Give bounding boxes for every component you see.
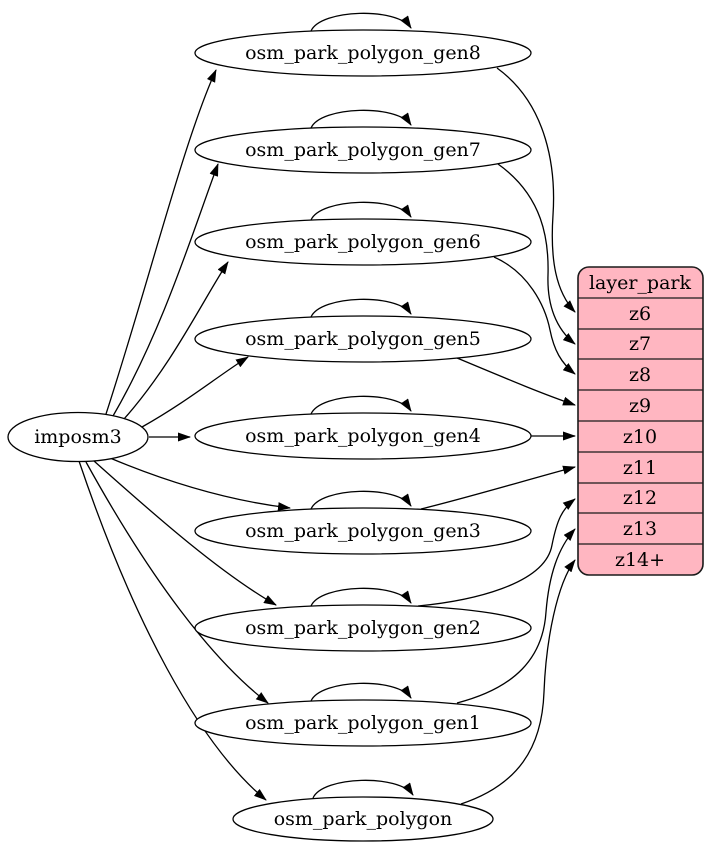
layer-park-header: layer_park (589, 272, 692, 294)
self-loop-osm-park-polygon-gen6 (310, 201, 412, 221)
polygon-label: osm_park_polygon (274, 808, 453, 830)
layer-row-z14plus: z14+ (615, 549, 665, 571)
edge-osm-park-polygon-gen8-to-z6 (496, 67, 576, 313)
edges-from-source (78, 69, 291, 801)
edges-to-layer (417, 67, 576, 805)
gen8-ellipse (194, 29, 532, 77)
edge-osm-park-polygon-gen6-to-z8 (493, 256, 576, 375)
node-osm-park-polygon: osm_park_polygon (232, 796, 494, 842)
node-osm-park-polygon-gen3: osm_park_polygon_gen3 (194, 507, 532, 555)
edge-imposm3-to-osm-park-polygon-gen8 (105, 69, 217, 415)
gen1-label: osm_park_polygon_gen1 (245, 712, 481, 734)
self-loop-osm-park-polygon-gen3 (310, 490, 412, 510)
node-osm-park-polygon-gen7: osm_park_polygon_gen7 (194, 126, 532, 174)
edge-imposm3-to-osm-park-polygon (78, 460, 267, 801)
imposm3-ellipse (7, 411, 149, 463)
gen7-ellipse (194, 126, 532, 174)
node-layer-park: layer_park z6 z7 z8 z9 z10 z11 z12 z13 z… (577, 266, 704, 576)
edge-osm-park-polygon-gen3-to-z11 (420, 465, 576, 510)
edge-osm-park-polygon-gen2-to-z12 (417, 498, 576, 607)
self-loop-osm-park-polygon-gen1 (310, 682, 412, 702)
self-loop-osm-park-polygon (312, 779, 414, 799)
gen4-ellipse (194, 412, 532, 460)
layer-row-z6: z6 (629, 303, 651, 325)
imposm3-label: imposm3 (34, 426, 122, 448)
node-osm-park-polygon-gen6: osm_park_polygon_gen6 (194, 218, 532, 266)
gen5-label: osm_park_polygon_gen5 (245, 328, 481, 350)
gen6-ellipse (194, 218, 532, 266)
gen4-label: osm_park_polygon_gen4 (245, 425, 481, 447)
node-osm-park-polygon-gen1: osm_park_polygon_gen1 (194, 699, 532, 747)
layer-row-z13: z13 (623, 518, 657, 540)
node-imposm3: imposm3 (7, 411, 149, 463)
edge-osm-park-polygon-to-z14plus (460, 559, 576, 805)
gen7-label: osm_park_polygon_gen7 (245, 139, 481, 161)
gen3-ellipse (194, 507, 532, 555)
edge-imposm3-to-osm-park-polygon-gen3 (109, 457, 291, 512)
edge-osm-park-polygon-gen5-to-z9 (456, 357, 576, 406)
node-osm-park-polygon-gen2: osm_park_polygon_gen2 (194, 604, 532, 652)
edge-imposm3-to-osm-park-polygon-gen7 (112, 163, 219, 417)
layer-row-z9: z9 (629, 395, 651, 417)
node-osm-park-polygon-gen8: osm_park_polygon_gen8 (194, 29, 532, 77)
node-osm-park-polygon-gen4: osm_park_polygon_gen4 (194, 412, 532, 460)
edge-imposm3-to-osm-park-polygon-gen6 (123, 261, 229, 420)
gen1-ellipse (194, 699, 532, 747)
self-loop-osm-park-polygon-gen2 (310, 587, 412, 607)
layer-row-z7: z7 (629, 333, 651, 355)
self-loop-osm-park-polygon-gen7 (310, 109, 412, 129)
layer-row-z11: z11 (623, 457, 657, 479)
self-loops (310, 12, 414, 799)
self-loop-osm-park-polygon-gen4 (310, 395, 412, 415)
self-loop-osm-park-polygon-gen8 (310, 12, 412, 32)
gen2-label: osm_park_polygon_gen2 (245, 617, 481, 639)
layer-row-z10: z10 (623, 426, 657, 448)
layer-row-z8: z8 (629, 364, 651, 386)
gen2-ellipse (194, 604, 532, 652)
polygon-ellipse (232, 796, 494, 842)
gen3-label: osm_park_polygon_gen3 (245, 520, 481, 542)
gen5-ellipse (194, 315, 532, 363)
edge-imposm3-to-osm-park-polygon-gen2 (93, 460, 277, 606)
layer-row-z12: z12 (623, 487, 657, 509)
edge-osm-park-polygon-gen1-to-z13 (456, 528, 576, 704)
gen6-label: osm_park_polygon_gen6 (245, 231, 481, 253)
node-osm-park-polygon-gen5: osm_park_polygon_gen5 (194, 315, 532, 363)
edge-osm-park-polygon-gen7-to-z7 (497, 163, 576, 345)
gen8-label: osm_park_polygon_gen8 (245, 42, 481, 64)
edge-imposm3-to-osm-park-polygon-gen1 (85, 461, 269, 704)
edge-imposm3-to-osm-park-polygon-gen5 (141, 356, 249, 428)
self-loop-osm-park-polygon-gen5 (310, 298, 412, 318)
